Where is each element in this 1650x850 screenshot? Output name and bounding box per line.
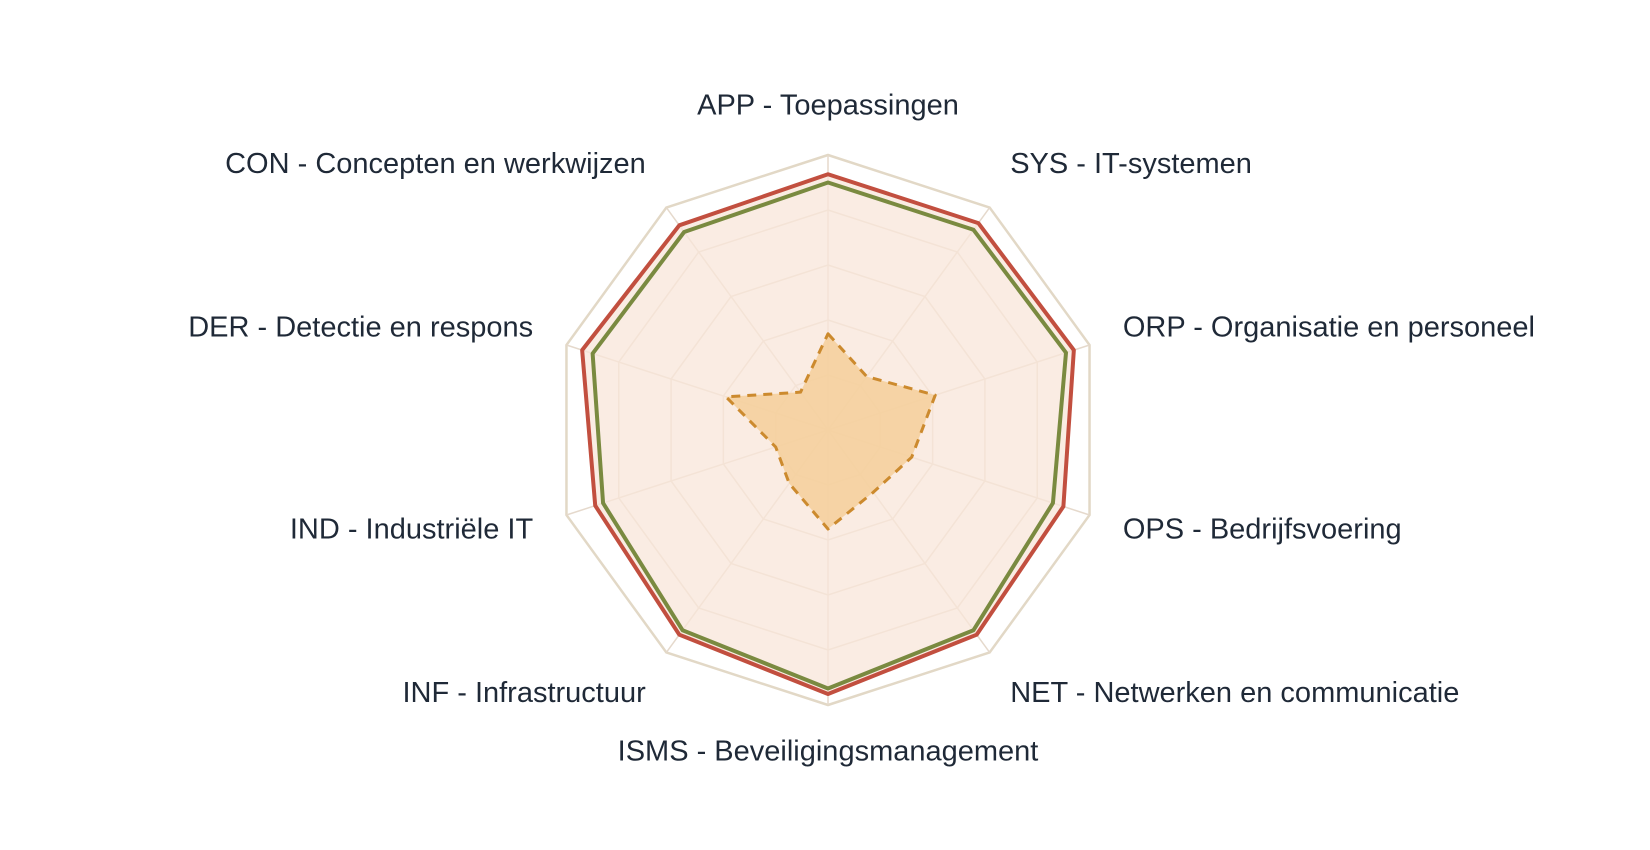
axis-label: APP - Toepassingen bbox=[697, 90, 959, 122]
axis-label: ISMS - Beveiligingsmanagement bbox=[618, 736, 1039, 768]
axis-label: DER - Detectie en respons bbox=[188, 312, 533, 344]
series-2-line bbox=[590, 180, 1069, 691]
axis-label: INF - Infrastructuur bbox=[402, 677, 646, 709]
radar-series-areas bbox=[582, 174, 1074, 694]
axis-label: CON - Concepten en werkwijzen bbox=[225, 148, 646, 180]
axis-label: IND - Industriële IT bbox=[290, 514, 534, 546]
axis-label: SYS - IT-systemen bbox=[1010, 148, 1252, 180]
series-3-area bbox=[725, 333, 936, 529]
radar-series-lines bbox=[580, 172, 1076, 696]
axis-label: NET - Netwerken en communicatie bbox=[1010, 677, 1459, 709]
series-1-line bbox=[580, 172, 1076, 696]
axis-label: OPS - Bedrijfsvoering bbox=[1123, 514, 1402, 546]
series-3-line bbox=[724, 332, 937, 531]
axis-label: ORP - Organisatie en personeel bbox=[1123, 312, 1535, 344]
